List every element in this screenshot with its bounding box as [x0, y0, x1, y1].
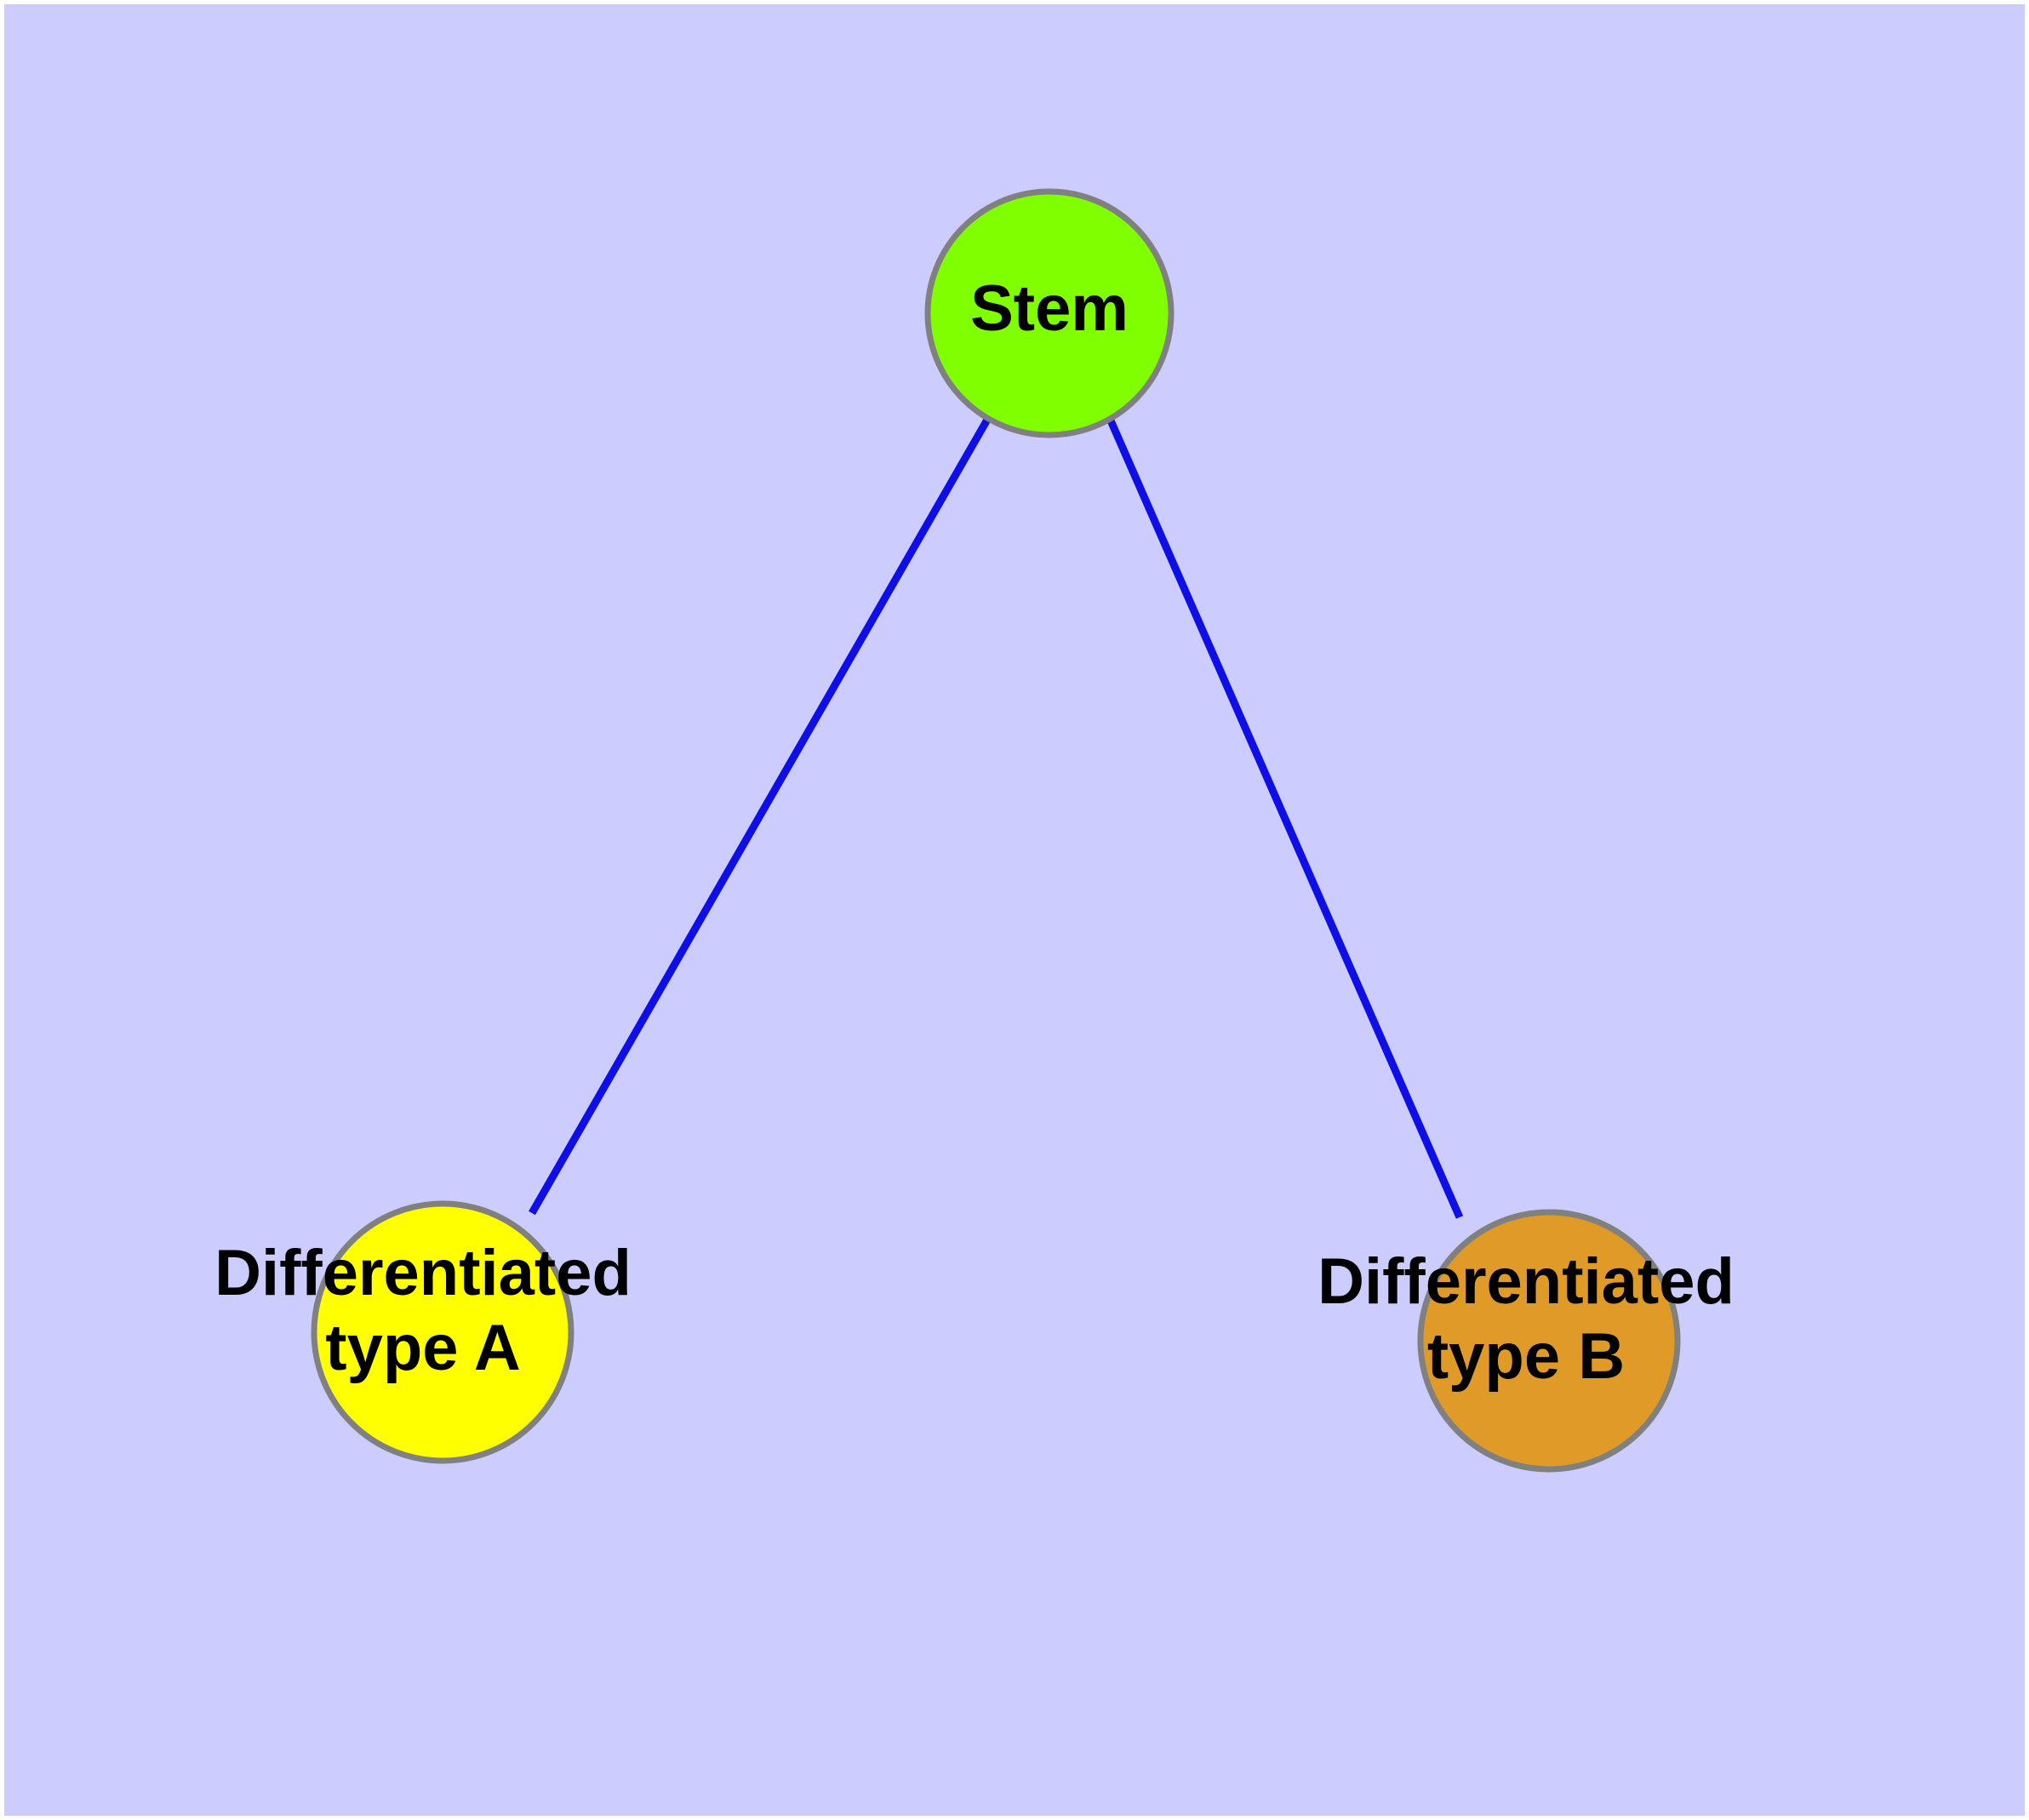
node-label-stem: Stem	[970, 272, 1129, 345]
node-diff_b[interactable]	[1417, 1209, 1681, 1473]
node-label-line: type B	[1427, 1320, 1625, 1393]
node-label-line: Stem	[970, 272, 1129, 345]
node-stem[interactable]	[924, 188, 1175, 438]
node-label-line: Differentiated	[214, 1237, 632, 1309]
edge-layer	[529, 417, 1464, 1219]
node-diff_a[interactable]	[311, 1200, 574, 1464]
node-layer	[311, 188, 1681, 1473]
edge-stem-to-b[interactable]	[1106, 419, 1464, 1219]
node-label-line: type A	[325, 1312, 520, 1384]
edge-stem-to-a[interactable]	[529, 417, 991, 1216]
node-label-line: Differentiated	[1317, 1245, 1735, 1318]
